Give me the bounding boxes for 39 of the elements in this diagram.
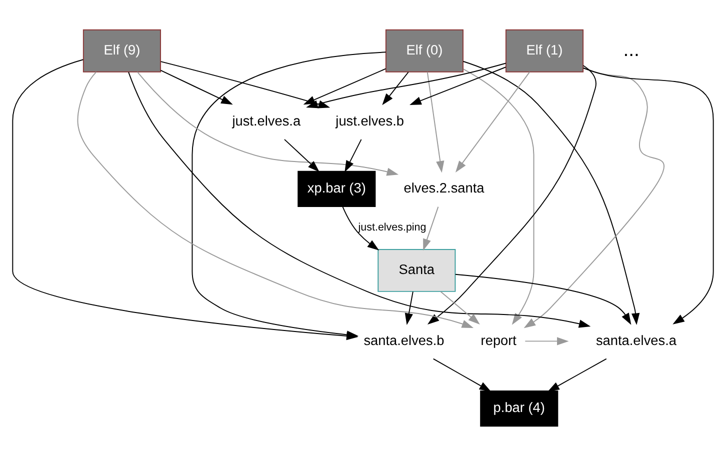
arrow: [455, 70, 530, 172]
edge-label: just.elves.ping: [358, 221, 426, 234]
arrow: [524, 66, 664, 328]
arrow: [342, 206, 380, 250]
arrow: [77, 70, 474, 328]
arrow: [426, 70, 444, 172]
node-text: just.elves.a: [232, 112, 301, 128]
node-box: xp.bar (3): [298, 170, 376, 207]
arrow: [344, 138, 362, 172]
node-box: Elf (9): [82, 28, 161, 72]
arrow: [160, 69, 233, 104]
arrow: [454, 273, 632, 324]
arrow: [382, 71, 409, 105]
arrow: [432, 358, 492, 392]
arrow: [136, 70, 399, 176]
node-text: santa.elves.a: [596, 332, 676, 348]
node-box: Santa: [378, 248, 456, 292]
arrow: [462, 60, 640, 324]
label: ...: [623, 38, 640, 60]
node-box: Elf (1): [505, 28, 584, 72]
arrow: [423, 206, 439, 250]
arrow: [410, 66, 506, 105]
arrow: [427, 64, 596, 324]
arrow: [582, 67, 714, 324]
node-text: elves.2.santa: [404, 180, 484, 196]
arrow: [524, 336, 569, 345]
node-text: santa.elves.b: [364, 332, 444, 348]
arrow: [128, 71, 591, 328]
arrow: [160, 60, 330, 108]
arrow: [440, 290, 480, 324]
arrow: [306, 62, 506, 108]
arrow: [548, 358, 607, 392]
node-text: report: [480, 332, 516, 348]
node-text: just.elves.b: [336, 112, 404, 128]
node-box: p.bar (4): [480, 390, 558, 426]
node-box: Elf (0): [385, 28, 464, 72]
arrow: [462, 68, 534, 324]
arrow: [284, 138, 320, 172]
arrow: [404, 290, 414, 325]
